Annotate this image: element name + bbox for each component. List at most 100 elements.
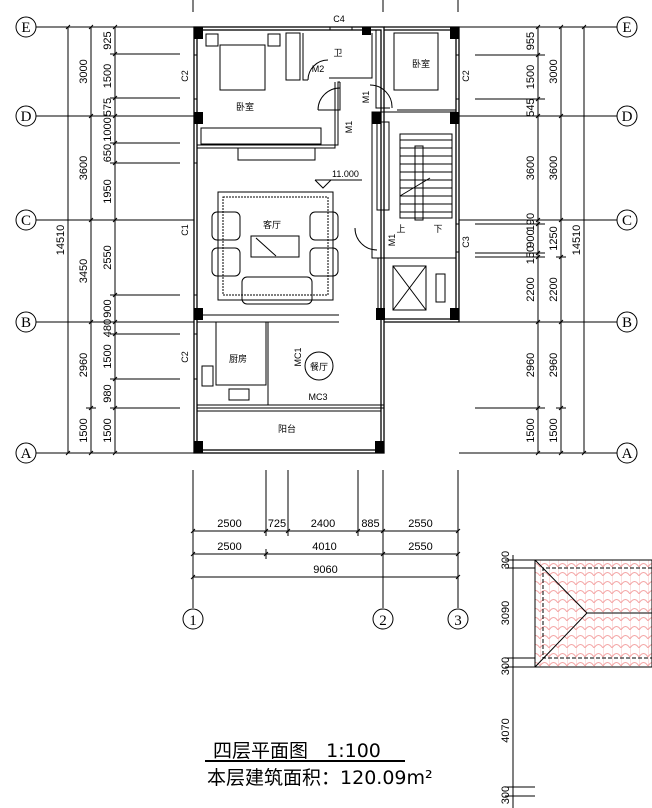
dimension-tick [558,217,564,223]
door-label-mc1: MC1 [293,347,303,366]
dimension-value: 1500 [102,418,114,442]
building-walls [193,26,460,454]
dimension-value: 925 [102,31,114,49]
dimension-tick [558,254,564,260]
dimension-tick [558,450,564,456]
dimension-value: 1500 [525,65,537,89]
axis-label-A: A [21,446,32,462]
axis-label-B: B [21,315,31,331]
dimension-value: 1250 [548,226,560,250]
dimension-tick [190,528,196,534]
axis-label-C: C [21,213,31,229]
roof-dimension-value: 300 [500,657,512,675]
dimension-tick [112,160,118,166]
dimension-value: 9060 [313,564,337,576]
dimension-value: 1950 [102,179,114,203]
dimension-tick [535,405,541,411]
axis-label-D: D [622,109,633,125]
dimension-tick [455,574,461,580]
dimension-tick [112,319,118,325]
dimension-tick [535,250,541,256]
dimension-value: 3000 [78,59,90,83]
axis-label-D: D [21,109,32,125]
stair-down-label: 下 [433,224,442,234]
dimension-value: 650 [102,144,114,162]
axis-label-A: A [622,446,633,462]
dimension-value: 725 [268,518,286,530]
dimension-tick [535,254,541,260]
dimension-value: 900 [525,229,537,247]
dimension-tick [112,95,118,101]
dimension-value: 3600 [548,156,560,180]
roof-dimension-value: 3090 [500,601,512,625]
axis-label-E: E [21,20,30,36]
dimension-value: 575 [102,98,114,116]
stair-up-label: 上 [396,224,405,234]
door-label-m1: M1 [344,121,354,134]
dimension-tick [535,217,541,223]
dimension-value: 1500 [78,418,90,442]
roof-plan [505,555,652,808]
dimension-tick [112,140,118,146]
dimension-value: 2200 [525,277,537,301]
dimension-value: 955 [525,32,537,50]
roof-dimension-value: 4070 [500,718,512,742]
dimension-tick [112,331,118,337]
dimension-tick [535,52,541,58]
axis-bubble-D [15,105,37,127]
dimension-value: 2200 [548,277,560,301]
dimension-tick [88,24,94,30]
axis-bubble-B [15,311,37,333]
dimension-tick [355,528,361,534]
dimension-tick [88,113,94,119]
axis-bubble-D [616,105,638,127]
door-label-m2: M2 [312,64,325,74]
dimension-tick [535,24,541,30]
door-label-mc3: MC3 [308,392,327,402]
roof-dimension-value: 300 [500,786,512,804]
dimension-tick [285,528,291,534]
floor-area: 本层建筑面积：120.09m² [207,763,433,790]
dimension-tick [112,217,118,223]
dimension-tick [112,113,118,119]
dimension-value: 1500 [102,64,114,88]
dimension-tick [112,24,118,30]
dimension-tick [112,450,118,456]
dimension-tick [558,319,564,325]
dimension-value: 3600 [525,156,537,180]
area-label: 本层建筑面积： [207,767,341,789]
axis-label-3: 3 [454,613,462,629]
room-label-living-room: 客厅 [263,219,281,230]
dimension-value: 480 [102,319,114,337]
dimension-value: 2400 [311,518,335,530]
axis-bubble-C [15,209,37,231]
dimension-chains: 1451030003600345029601500925150057510006… [55,24,589,804]
window-label-c3: C3 [461,236,471,248]
dimension-value: 1500 [548,418,560,442]
dimension-value: 900 [102,299,114,317]
window-label-c2: C2 [180,351,190,363]
dimension-value: 14510 [55,225,67,256]
door-label-m1: M1 [361,91,371,104]
window-label-c2: C2 [180,70,190,82]
dimension-tick [112,51,118,57]
dimension-value: 3000 [548,59,560,83]
title-underline [205,760,405,762]
dimension-tick [88,405,94,411]
dimension-value: 4010 [312,541,336,553]
dimension-tick [558,113,564,119]
dimension-value: 1500 [525,418,537,442]
dimension-value: 2550 [102,245,114,269]
axis-bubble-2 [372,608,394,630]
dimension-tick [112,405,118,411]
dimension-tick [535,319,541,325]
dimension-value: 885 [361,518,379,530]
axis-label-1: 1 [189,613,197,629]
dimension-tick [535,96,541,102]
room-label-bathroom: 卫 [333,48,342,58]
dimension-tick [88,217,94,223]
axis-label-C: C [622,213,632,229]
dimension-tick [263,528,269,534]
door-label-m1: M1 [387,234,397,247]
